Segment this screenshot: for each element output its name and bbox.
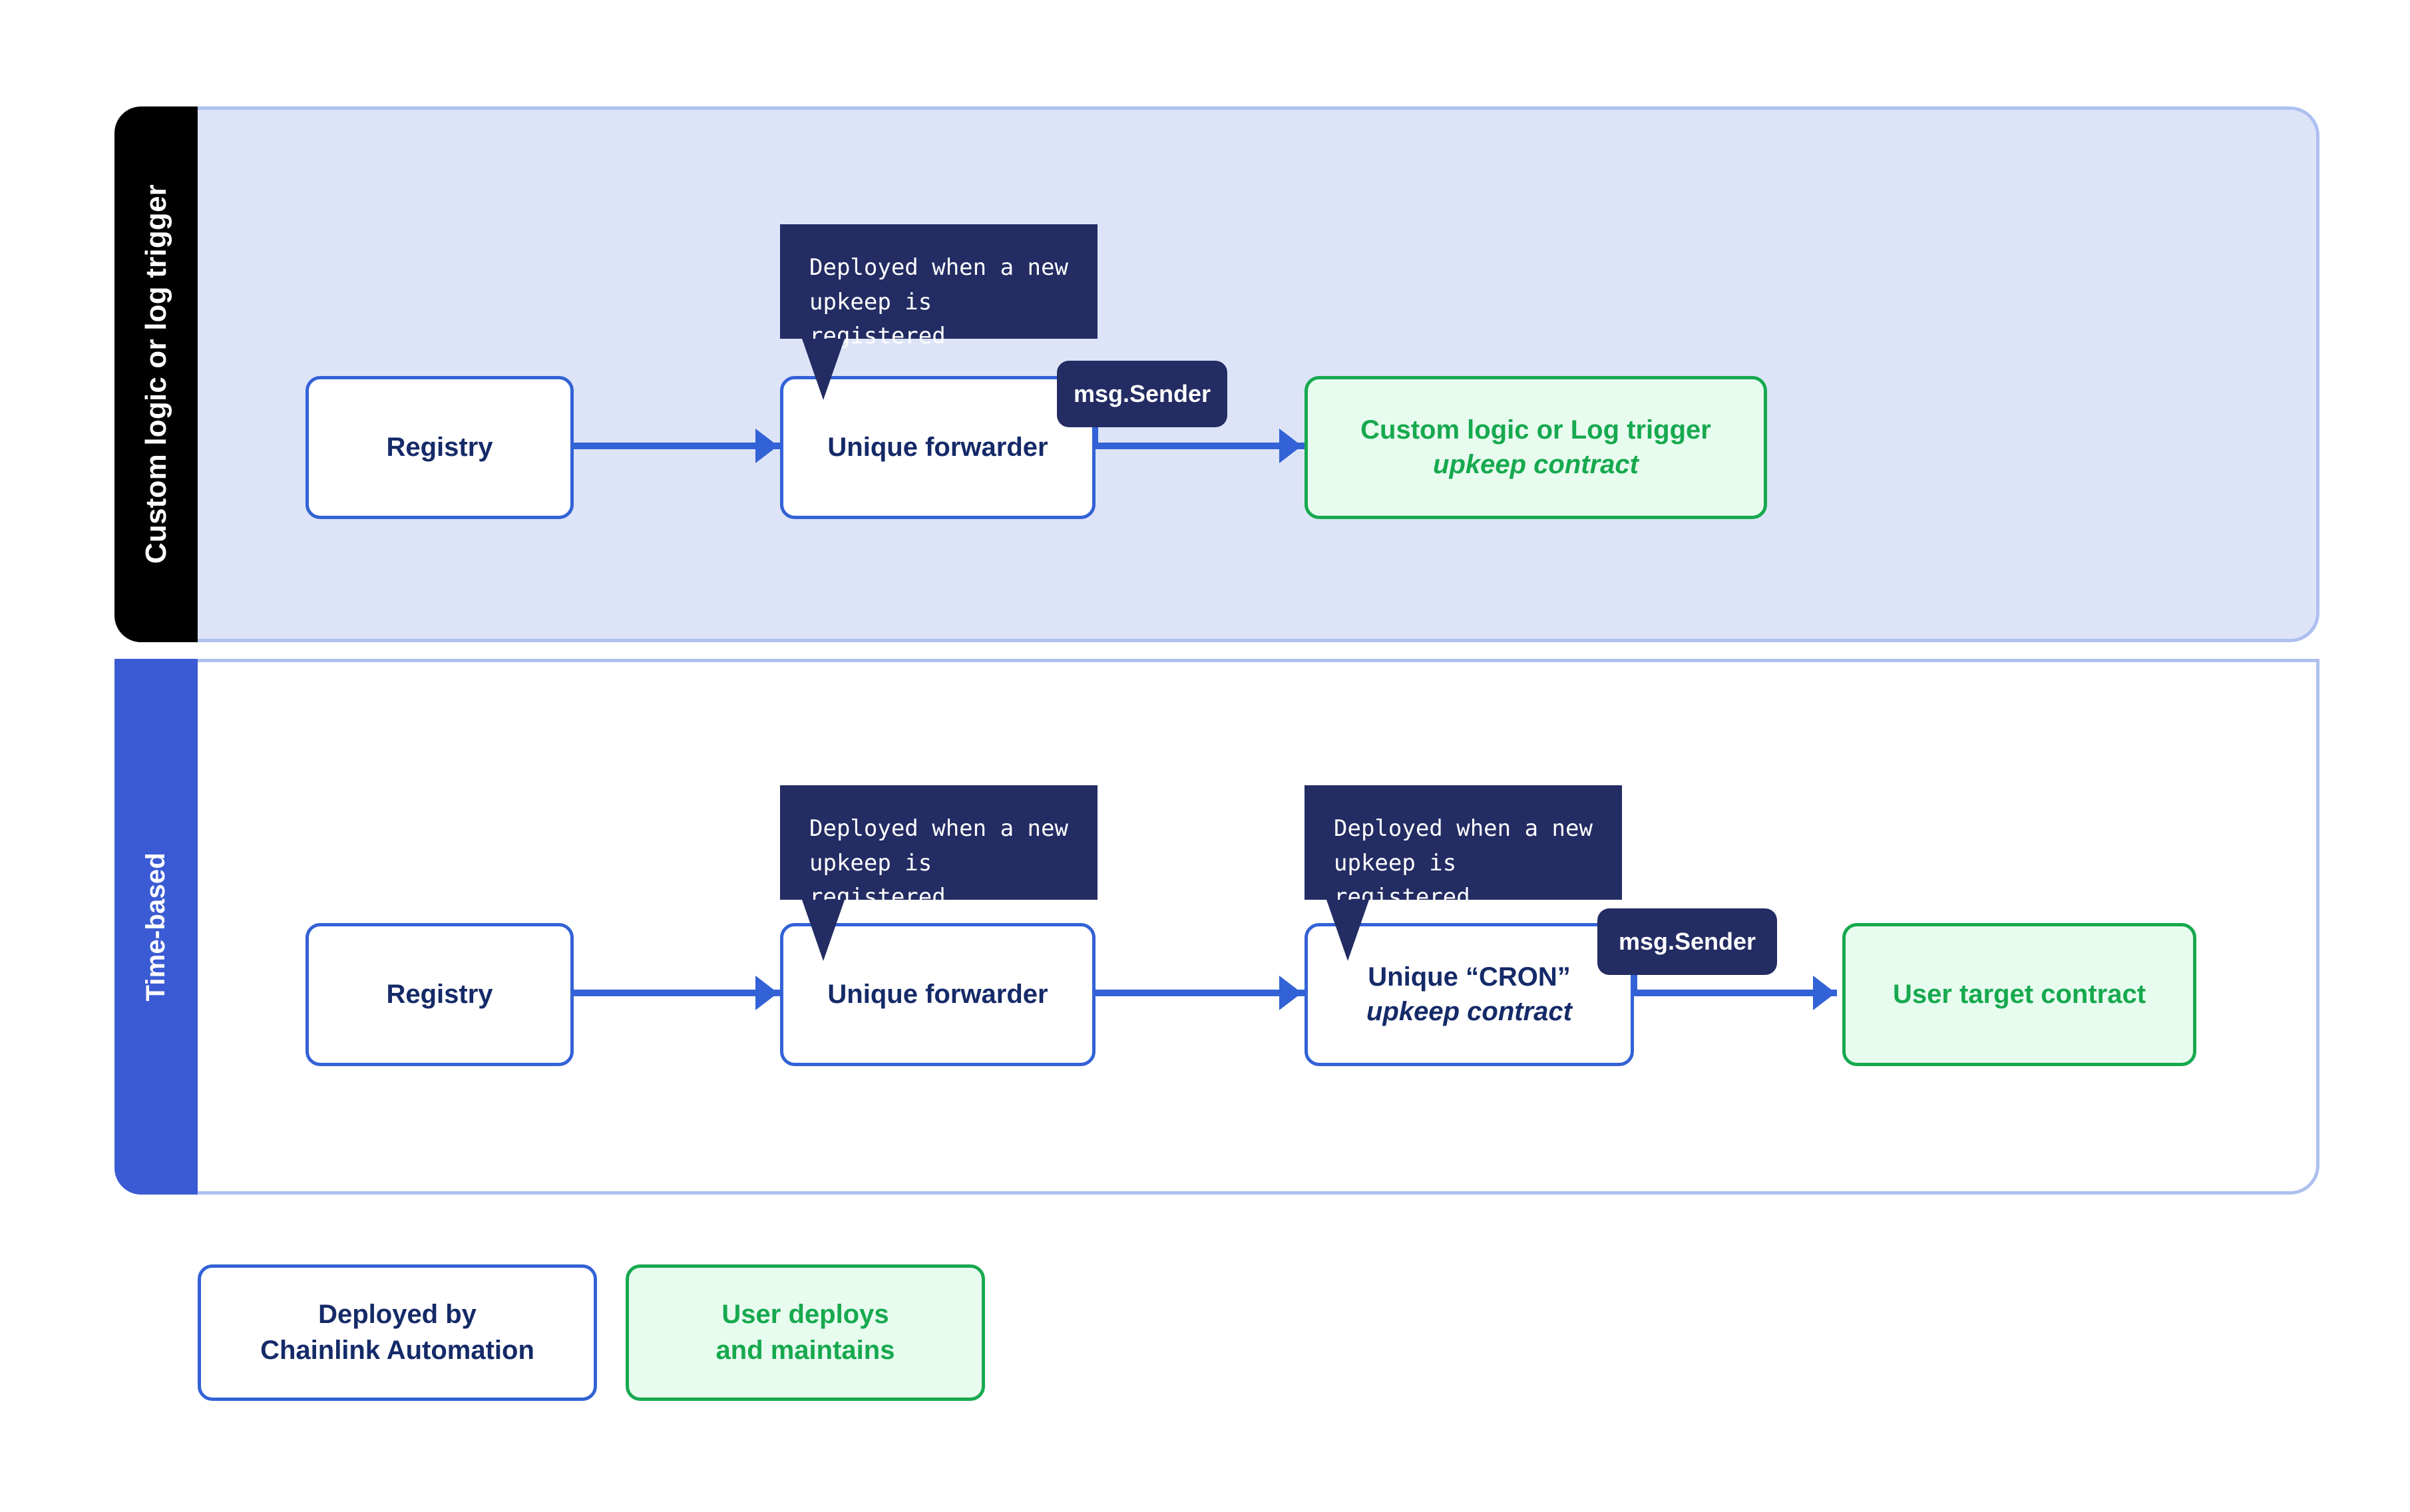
node-user-target-contract-label: User target contract xyxy=(1892,979,2146,1009)
arrowhead-forwarder-to-upkeep xyxy=(1279,429,1302,463)
callout-tail-cron xyxy=(1326,900,1369,961)
node-registry-custom-label: Registry xyxy=(386,432,493,462)
legend-deployed-by-chainlink-line1: Deployed by xyxy=(318,1299,477,1329)
connector-registry-to-forwarder-time xyxy=(574,990,780,996)
arrowhead-registry-to-forwarder-time xyxy=(755,976,778,1010)
legend-user-deploys-maintains-line2: and maintains xyxy=(715,1335,895,1365)
node-cron-upkeep-contract-line2: upkeep contract xyxy=(1366,996,1572,1026)
badge-msg-sender-time: msg.Sender xyxy=(1597,908,1777,975)
badge-msg-sender-custom: msg.Sender xyxy=(1057,361,1227,427)
arrowhead-cron-to-user-target xyxy=(1813,976,1836,1010)
node-cron-upkeep-contract-line1: Unique “CRON” xyxy=(1368,962,1571,992)
node-user-target-contract[interactable]: User target contract xyxy=(1842,923,2196,1066)
legend-deployed-by-chainlink: Deployed by Chainlink Automation xyxy=(198,1264,597,1401)
badge-msg-sender-time-label: msg.Sender xyxy=(1618,928,1756,955)
callout-tail-custom xyxy=(802,339,845,400)
connector-forwarder-to-upkeep xyxy=(1092,443,1305,449)
connector-registry-to-forwarder xyxy=(574,443,780,449)
section-tab-time-based-label: Time-based xyxy=(141,852,170,1002)
section-tab-custom-logic: Custom logic or log trigger xyxy=(114,106,198,642)
node-registry-time-label: Registry xyxy=(386,979,493,1009)
node-registry-custom[interactable]: Registry xyxy=(305,376,574,519)
section-tab-time-based: Time-based xyxy=(114,659,198,1195)
node-upkeep-contract-custom[interactable]: Custom logic or Log trigger upkeep contr… xyxy=(1305,376,1767,519)
callout-deployed-on-register-cron: Deployed when a new upkeep is registered xyxy=(1305,785,1622,910)
arrowhead-registry-to-forwarder xyxy=(755,429,778,463)
legend-user-deploys-maintains-line1: User deploys xyxy=(721,1299,889,1329)
arrowhead-forwarder-to-cron xyxy=(1279,976,1302,1010)
node-unique-forwarder-custom-label: Unique forwarder xyxy=(827,432,1048,462)
node-upkeep-contract-custom-line2: upkeep contract xyxy=(1433,449,1639,479)
callout-deployed-on-register-custom: Deployed when a new upkeep is registered xyxy=(780,224,1098,349)
node-unique-forwarder-time-label: Unique forwarder xyxy=(827,979,1048,1009)
legend-user-deploys-maintains: User deploys and maintains xyxy=(626,1264,985,1401)
section-panel-custom-logic xyxy=(198,106,2319,642)
node-registry-time[interactable]: Registry xyxy=(305,923,574,1066)
connector-cron-to-user-target xyxy=(1631,990,1837,996)
badge-msg-sender-custom-label: msg.Sender xyxy=(1073,380,1211,407)
legend-deployed-by-chainlink-line2: Chainlink Automation xyxy=(260,1335,534,1365)
section-tab-custom-logic-label: Custom logic or log trigger xyxy=(139,184,172,564)
callout-tail-forwarder-time xyxy=(802,900,845,961)
node-upkeep-contract-custom-line1: Custom logic or Log trigger xyxy=(1360,415,1711,445)
connector-forwarder-to-cron xyxy=(1092,990,1305,996)
callout-deployed-on-register-forwarder-time: Deployed when a new upkeep is registered xyxy=(780,785,1098,910)
node-cron-upkeep-contract[interactable]: Unique “CRON” upkeep contract xyxy=(1305,923,1634,1066)
